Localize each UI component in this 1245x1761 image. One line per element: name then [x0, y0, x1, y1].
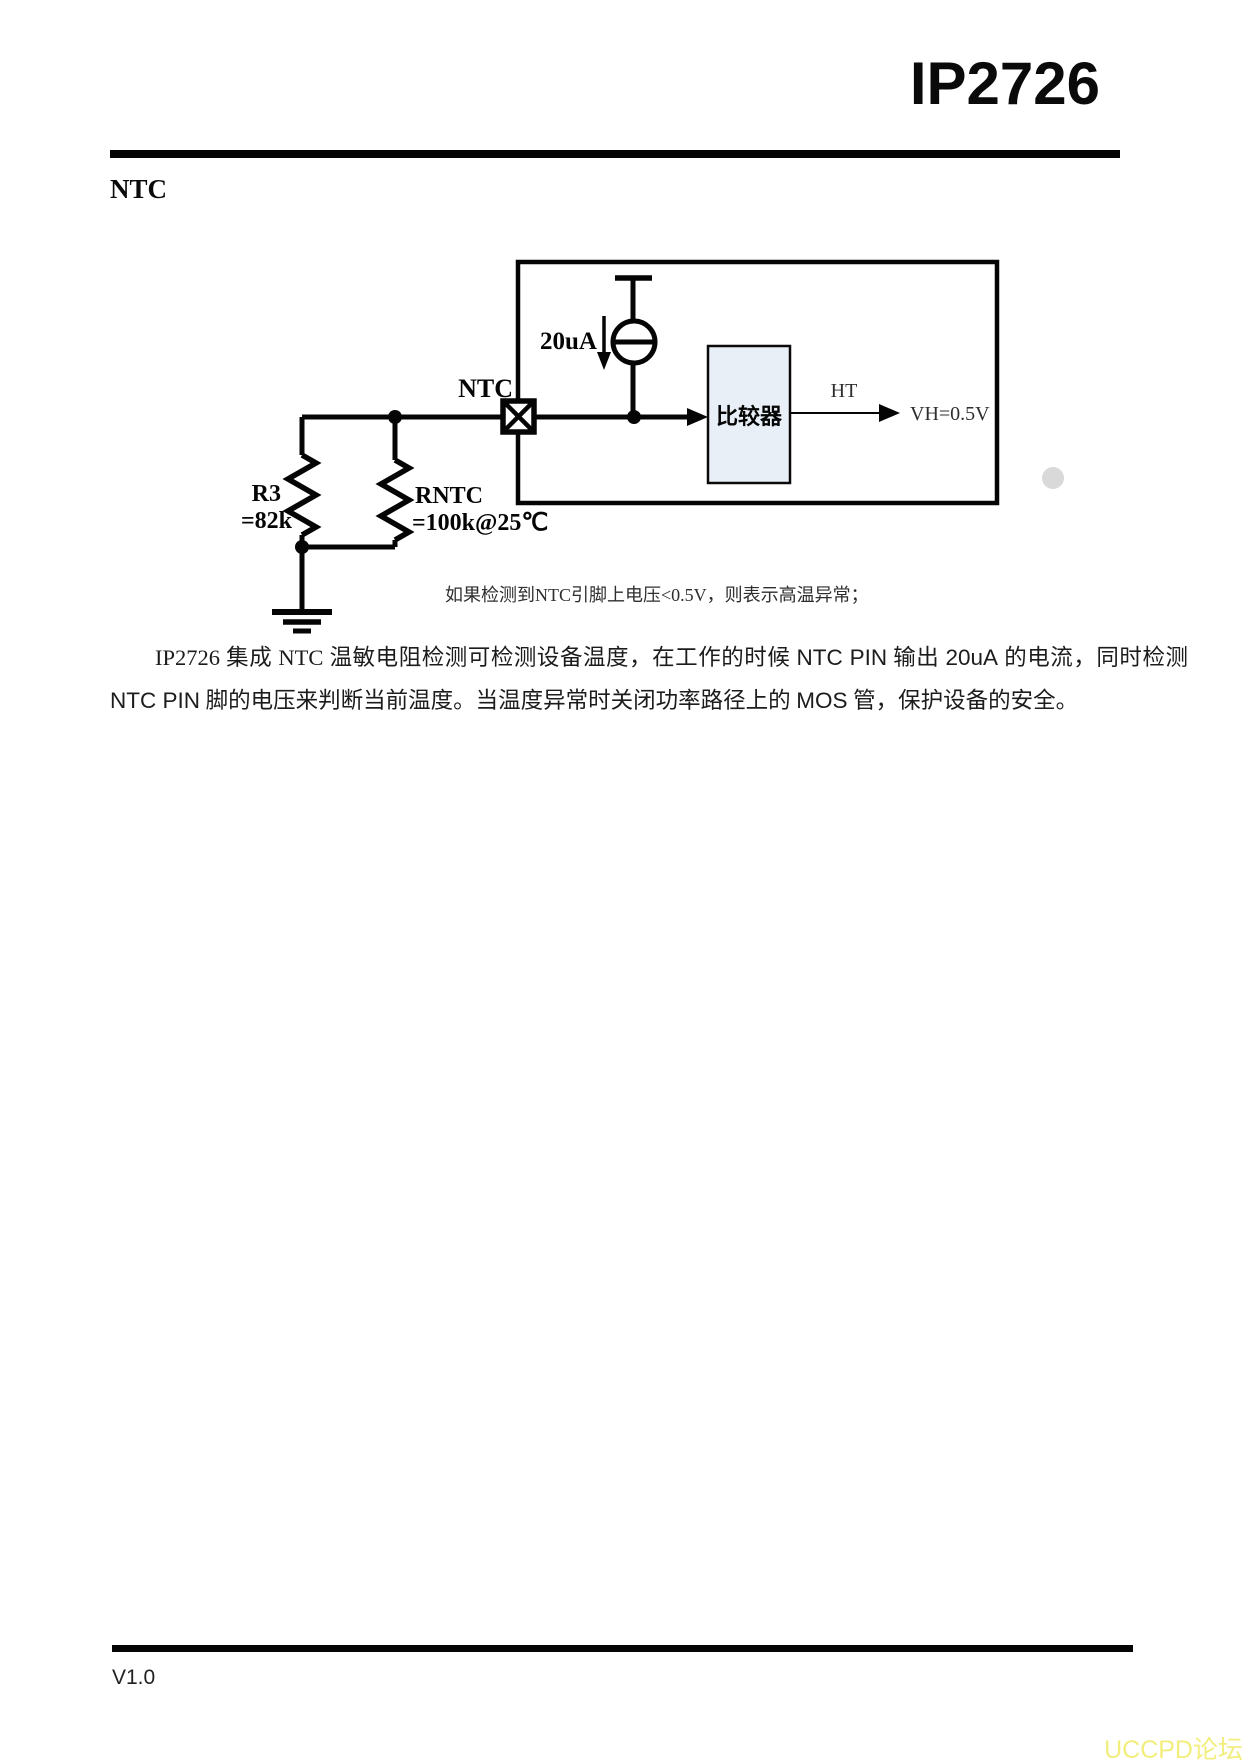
header-rule [110, 150, 1120, 158]
comparator-box [706, 344, 792, 485]
rntc-name-label: RNTC [415, 483, 483, 509]
ntc-pin-symbol [500, 398, 537, 435]
gray-marker-dot [1042, 467, 1064, 489]
ht-label: HT [831, 380, 858, 402]
text-segment: 的电流，同时检测 [998, 645, 1188, 670]
junction-dot-ground [295, 540, 309, 554]
current-source-symbol [610, 275, 658, 418]
comparator-label: 比较器 [716, 404, 783, 429]
threshold-label: VH=0.5V [910, 403, 990, 425]
ground-symbol [272, 547, 332, 634]
junction-dot-rntc [388, 410, 402, 424]
r3-value-label: =82k [241, 508, 293, 534]
section-heading-ntc: NTC [110, 174, 168, 204]
watermark: UCCPD论坛 [1104, 1736, 1243, 1761]
resistor-rntc [375, 457, 415, 543]
text-segment: MOS [796, 688, 848, 713]
page-title: IP2726 [909, 50, 1100, 117]
text-segment: NTC PIN [796, 645, 888, 670]
text-segment: 20uA [945, 645, 999, 670]
current-direction-arrow [597, 316, 611, 370]
text-segment: NTC PIN [110, 688, 200, 713]
rntc-value-label: =100k@25℃ [412, 510, 548, 536]
body-paragraph: IP2726 集成 NTC 温敏电阻检测可检测设备温度，在工作的时候 NTC P… [110, 636, 1188, 722]
note-text: 如果检测到NTC引脚上电压<0.5V，则表示高温异常； [445, 585, 869, 605]
pin-label: NTC [458, 374, 513, 403]
signal-arrow-output [879, 404, 900, 422]
current-source-label: 20uA [540, 328, 597, 355]
signal-arrow-input [687, 408, 708, 426]
version-label: V1.0 [112, 1666, 156, 1689]
text-segment: 管，保护设备的安全。 [847, 688, 1079, 713]
resistor-r3 [282, 452, 322, 538]
text-segment: 输出 [887, 645, 946, 670]
r3-name-label: R3 [252, 481, 281, 507]
ic-boundary-box [515, 259, 1000, 506]
junction-dot-source [627, 410, 641, 424]
text-segment: 脚的电压来判断当前温度。当温度异常时关闭功率路径上的 [200, 688, 797, 713]
text-segment: IP2726 集成 NTC 温敏电阻检测可检测设备温度，在工作的时候 [155, 645, 797, 670]
footer-rule [112, 1645, 1133, 1652]
ntc-circuit-diagram: 比较器 HT VH=0.5V NTC 20uA R3 =82k RNTC =10… [241, 259, 1064, 634]
